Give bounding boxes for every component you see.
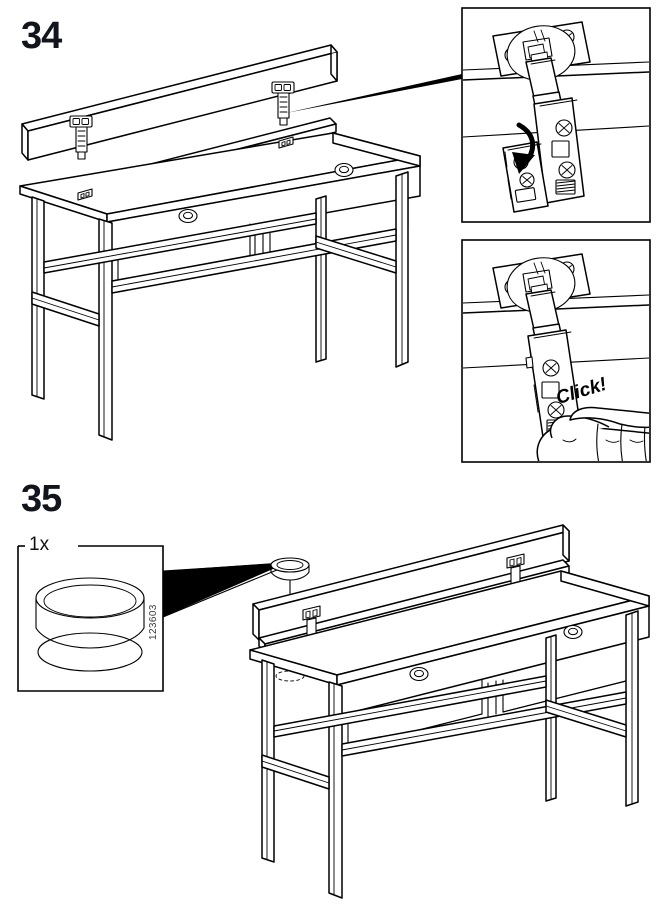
step-35-illustration <box>17 524 650 899</box>
engaged-screw-upper <box>542 359 560 377</box>
desk-leg-front-left <box>98 218 113 441</box>
loose-bracket-screw-lower <box>519 172 535 188</box>
engaged-screw-lower <box>547 401 565 419</box>
stretcher-left-side-step35 <box>261 754 330 790</box>
mounting-plate-right-on-desk <box>278 136 294 149</box>
desk-assembly-step-35 <box>249 524 650 899</box>
stretcher-right-side-step35 <box>545 699 627 738</box>
step-number-35: 35 <box>21 478 62 520</box>
cable-grommet-part-drawing <box>35 577 145 672</box>
bracket-screw-lower <box>558 161 576 179</box>
hinge-mounting-plate-2 <box>492 253 591 313</box>
mounting-plate-left-on-desk <box>77 188 93 201</box>
stretcher-back <box>43 212 317 274</box>
hinge-bracket-left-on-panel <box>69 115 93 160</box>
desk-leg-back-right <box>315 195 327 363</box>
detail-panel-hinge-insert <box>461 7 651 223</box>
stretcher-back-step35 <box>273 675 547 738</box>
hinge-bracket-right-step35 <box>506 553 525 585</box>
back-panel-part <box>21 44 338 161</box>
bracket-screw-upper <box>555 119 573 137</box>
stretcher-left-side <box>31 291 100 327</box>
step-34-illustration <box>19 44 421 441</box>
drawer-knob-right-step35 <box>563 624 583 640</box>
part-quantity-label: 1x <box>25 535 54 554</box>
desk-leg-front-right <box>395 171 409 368</box>
desk-assembly-step-34 <box>19 117 421 441</box>
hinge-mounting-plate <box>492 21 591 81</box>
cable-grommet-floating <box>270 557 310 581</box>
detail-panel-hinge-click <box>461 239 651 463</box>
drawer-knob-left-step35 <box>409 666 429 682</box>
hinge-bracket-right-on-panel <box>271 81 295 126</box>
part-callout-box <box>17 545 290 692</box>
drawer-knob-left <box>178 208 198 224</box>
drawer-knob-right <box>334 162 354 178</box>
desk-top-grommet-hole <box>275 670 305 682</box>
bracket-body-mounted <box>531 97 585 204</box>
hinge-bracket-left-step35 <box>302 605 321 637</box>
rotation-arrow-down <box>512 122 536 174</box>
hand-pressing <box>536 406 649 461</box>
stretcher-right-side <box>315 235 397 274</box>
desk-leg-front-right-step35 <box>625 610 639 807</box>
step-number-34: 34 <box>21 15 62 57</box>
part-number-label: 123603 <box>148 604 159 640</box>
